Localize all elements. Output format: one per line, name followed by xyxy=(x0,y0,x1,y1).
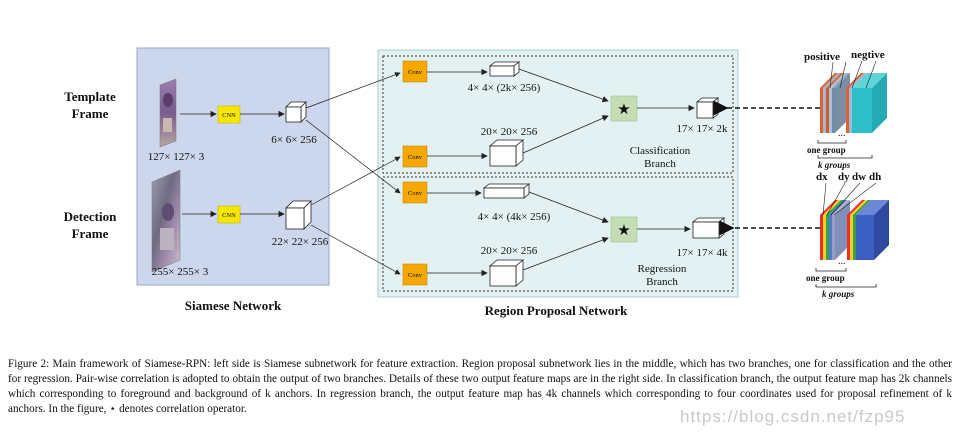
detection-feature-cube xyxy=(285,200,312,230)
conv-label: Conv xyxy=(408,69,423,76)
reg-search-size: 20× 20× 256 xyxy=(481,245,538,257)
cls-search-size: 20× 20× 256 xyxy=(481,126,538,138)
cls-k-groups-label: k groups xyxy=(818,160,851,170)
cls-branch-label-2: Branch xyxy=(644,158,676,170)
detection-frame-label-2: Frame xyxy=(72,226,109,241)
cls-output-map-detail: ... xyxy=(820,73,887,139)
reg-kernel-cube xyxy=(482,183,531,199)
conv-box-reg-search: Conv xyxy=(402,263,428,286)
reg-k-groups-label: k groups xyxy=(822,289,855,299)
template-frame-label: Template xyxy=(64,89,116,104)
cnn-label: CNN xyxy=(222,212,236,219)
positive-label: positive xyxy=(804,51,840,63)
detection-size: 255× 255× 3 xyxy=(152,266,209,278)
reg-branch-label: Regression xyxy=(638,263,687,275)
conv-label: Conv xyxy=(408,190,423,197)
conv-label: Conv xyxy=(408,272,423,279)
reg-output-cube xyxy=(691,217,726,239)
template-feature-cube xyxy=(285,101,307,123)
template-size: 127× 127× 3 xyxy=(148,151,205,163)
detection-feature-size: 22× 22× 256 xyxy=(272,236,329,248)
reg-branch-label-2: Branch xyxy=(646,276,678,288)
dh-label: dh xyxy=(869,171,881,183)
correlation-star-icon: ★ xyxy=(617,102,630,118)
detection-cnn-block: CNN xyxy=(217,205,241,224)
conv-box-cls-search: Conv xyxy=(402,145,428,168)
conv-box-cls-template: Conv xyxy=(402,60,428,83)
cls-kernel-size: 4× 4× (2k× 256) xyxy=(468,82,541,94)
template-frame-label-2: Frame xyxy=(72,106,109,121)
cls-kernel-cube xyxy=(488,61,521,77)
conv-box-reg-template: Conv xyxy=(402,181,428,204)
conv-label: Conv xyxy=(408,154,423,161)
reg-search-cube xyxy=(488,259,525,287)
ellipsis-dots: ... xyxy=(838,256,846,267)
rpn-panel xyxy=(377,49,739,298)
cls-output-size: 17× 17× 2k xyxy=(677,123,728,135)
dy-label: dy xyxy=(838,171,850,183)
reg-output-size: 17× 17× 4k xyxy=(677,247,728,259)
figure-caption: Figure 2: Main framework of Siamese-RPN:… xyxy=(8,358,952,415)
watermark: https://blog.csdn.net/fzp95 xyxy=(680,407,906,426)
dw-label: dw xyxy=(852,171,866,183)
detection-image xyxy=(151,169,181,273)
siamese-network-title: Siamese Network xyxy=(185,298,282,313)
detection-frame-label: Detection xyxy=(64,209,117,224)
reg-kernel-size: 4× 4× (4k× 256) xyxy=(478,211,551,223)
template-cnn-block: CNN xyxy=(217,105,241,124)
template-feature-size: 6× 6× 256 xyxy=(271,134,317,146)
template-image xyxy=(159,78,177,148)
ellipsis-dots: ... xyxy=(838,128,846,139)
reg-one-group-label: one group xyxy=(806,273,845,283)
negtive-label: negtive xyxy=(851,49,885,61)
cls-correlation-op: ★ xyxy=(610,95,638,122)
correlation-star-icon: ★ xyxy=(617,223,630,239)
reg-correlation-op: ★ xyxy=(610,216,638,243)
rpn-title: Region Proposal Network xyxy=(485,303,629,318)
dx-label: dx xyxy=(816,171,828,183)
reg-output-map-detail: ... xyxy=(820,200,889,267)
cls-output-cube xyxy=(695,97,720,119)
cls-search-cube xyxy=(488,139,525,167)
cls-one-group-label: one group xyxy=(807,145,846,155)
cnn-label: CNN xyxy=(222,112,236,119)
cls-branch-label: Classification xyxy=(630,145,691,157)
